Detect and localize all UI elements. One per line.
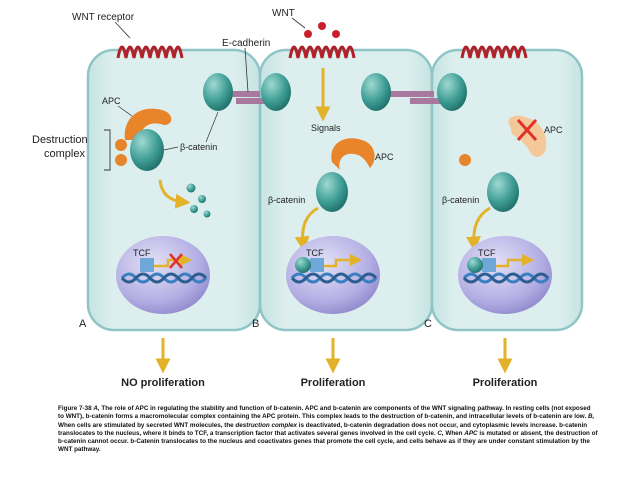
beta-catenin-nuclear-b — [295, 257, 311, 273]
beta-catenin-label-a: β-catenin — [180, 142, 217, 152]
panel-c-letter: C — [424, 318, 432, 330]
apc-fragment-c — [459, 154, 471, 166]
transcription-arrow-c — [496, 253, 535, 268]
wnt-label: WNT — [272, 8, 295, 19]
degradation-arrow-a — [158, 179, 191, 209]
transcription-arrow-b — [324, 253, 363, 268]
caption-a-letter: A, — [93, 405, 100, 412]
beta-catenin-membrane-b-left — [261, 73, 291, 111]
translocation-arrow-c — [465, 206, 491, 252]
outcome-label-b: Proliferation — [301, 377, 366, 389]
destruction-complex-label-2: complex — [44, 148, 85, 160]
apc-mutated-c — [508, 115, 547, 157]
wnt-receptor-b — [288, 45, 356, 59]
apc-protein-b — [331, 138, 375, 170]
caption-destruction-complex: destruction complex — [235, 421, 298, 429]
apc-label-b: APC — [375, 152, 394, 162]
caption-c-letter: C, — [437, 429, 444, 437]
beta-catenin-membrane-b-right — [361, 73, 391, 111]
panel-a-letter: A — [79, 318, 87, 330]
dna-helix-a — [120, 272, 208, 284]
wnt-molecules — [304, 22, 340, 38]
figure-caption: Figure 7-38 A, The role of APC in regula… — [58, 405, 598, 455]
beta-catenin-free-c — [487, 172, 519, 212]
dna-helix-c — [462, 272, 550, 284]
tcf-box-a — [140, 258, 154, 272]
panel-b-letter: B — [252, 318, 259, 330]
outcome-label-c: Proliferation — [473, 377, 538, 389]
beta-catenin-nuclear-c — [467, 257, 483, 273]
beta-catenin-membrane-c — [437, 73, 467, 111]
translocation-arrow-b — [294, 206, 319, 252]
caption-b-letter: B, — [587, 413, 595, 421]
blocked-x-icon — [169, 253, 183, 269]
beta-catenin-label-b: β-catenin — [268, 195, 305, 205]
tcf-box-b — [310, 258, 324, 272]
apc-label-a: APC — [102, 96, 121, 106]
wnt-receptor-a — [116, 45, 184, 59]
outcome-label-a: NO proliferation — [121, 377, 205, 389]
tcf-label-a: TCF — [133, 248, 151, 258]
e-cadherin-label: E-cadherin — [222, 38, 270, 49]
caption-figure-number: Figure 7-38 — [58, 405, 94, 412]
beta-catenin-label-c: β-catenin — [442, 195, 479, 205]
tcf-box-c — [482, 258, 496, 272]
apc-absent-x-icon — [516, 118, 538, 142]
e-cadherin-junction-bc — [390, 91, 454, 104]
wnt-receptor-label: WNT receptor — [72, 12, 135, 23]
tcf-label-c: TCF — [478, 248, 496, 258]
dna-helix-b — [290, 272, 378, 284]
caption-segment-3: is deactivated, b-catenin degradation do… — [58, 421, 588, 437]
apc-dot-a2 — [115, 154, 127, 166]
caption-segment-1: The role of APC in regulating the stabil… — [58, 405, 591, 421]
degraded-fragments-a — [186, 183, 211, 218]
caption-segment-4: When — [443, 429, 465, 437]
caption-apc: APC — [464, 429, 478, 437]
beta-catenin-membrane-a — [203, 73, 233, 111]
apc-label-c: APC — [544, 125, 563, 135]
e-cadherin-junction-ab — [216, 91, 280, 104]
caption-segment-2: When cells are stimulated by secreted WN… — [58, 421, 236, 429]
beta-catenin-free-b — [316, 172, 348, 212]
wnt-receptor-c — [460, 45, 528, 59]
tcf-label-b: TCF — [306, 248, 324, 258]
signals-label: Signals — [311, 123, 341, 133]
apc-protein-a — [124, 108, 172, 140]
apc-dot-a1 — [115, 139, 127, 151]
destruction-complex-label-1: Destruction — [32, 134, 88, 146]
beta-catenin-complex-a — [130, 129, 164, 171]
caption-segment-5: is mutated or absent, the destruction of… — [58, 429, 598, 454]
